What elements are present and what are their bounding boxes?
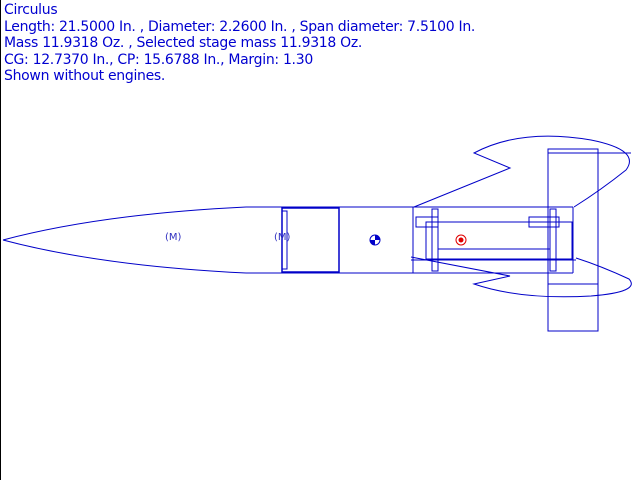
side-fin[interactable] [547,148,631,332]
mass-label: (M) [274,232,291,243]
motor-mount[interactable] [411,216,576,261]
body-tube[interactable] [246,206,574,274]
mass-label: (M) [165,232,182,243]
coupler[interactable] [281,207,340,273]
cp-marker-icon [455,234,467,246]
nose-cone[interactable] [2,206,247,274]
rocket-dimensions: Length: 21.5000 In. , Diameter: 2.2600 I… [4,18,476,35]
rocket-name: Circulus [4,2,58,18]
lower-fin[interactable] [410,256,632,298]
rocket-info: Circulus Length: 21.5000 In. , Diameter:… [4,2,475,85]
cg-marker-icon [369,234,381,246]
engines-note: Shown without engines. [4,68,166,85]
upper-fin[interactable] [413,135,630,208]
rocket-stability: CG: 12.7370 In., CP: 15.6788 In., Margin… [4,51,313,68]
centering-ring-front[interactable] [431,208,439,272]
centering-ring-rear[interactable] [549,208,557,272]
rocket-mass: Mass 11.9318 Oz. , Selected stage mass 1… [4,35,363,52]
